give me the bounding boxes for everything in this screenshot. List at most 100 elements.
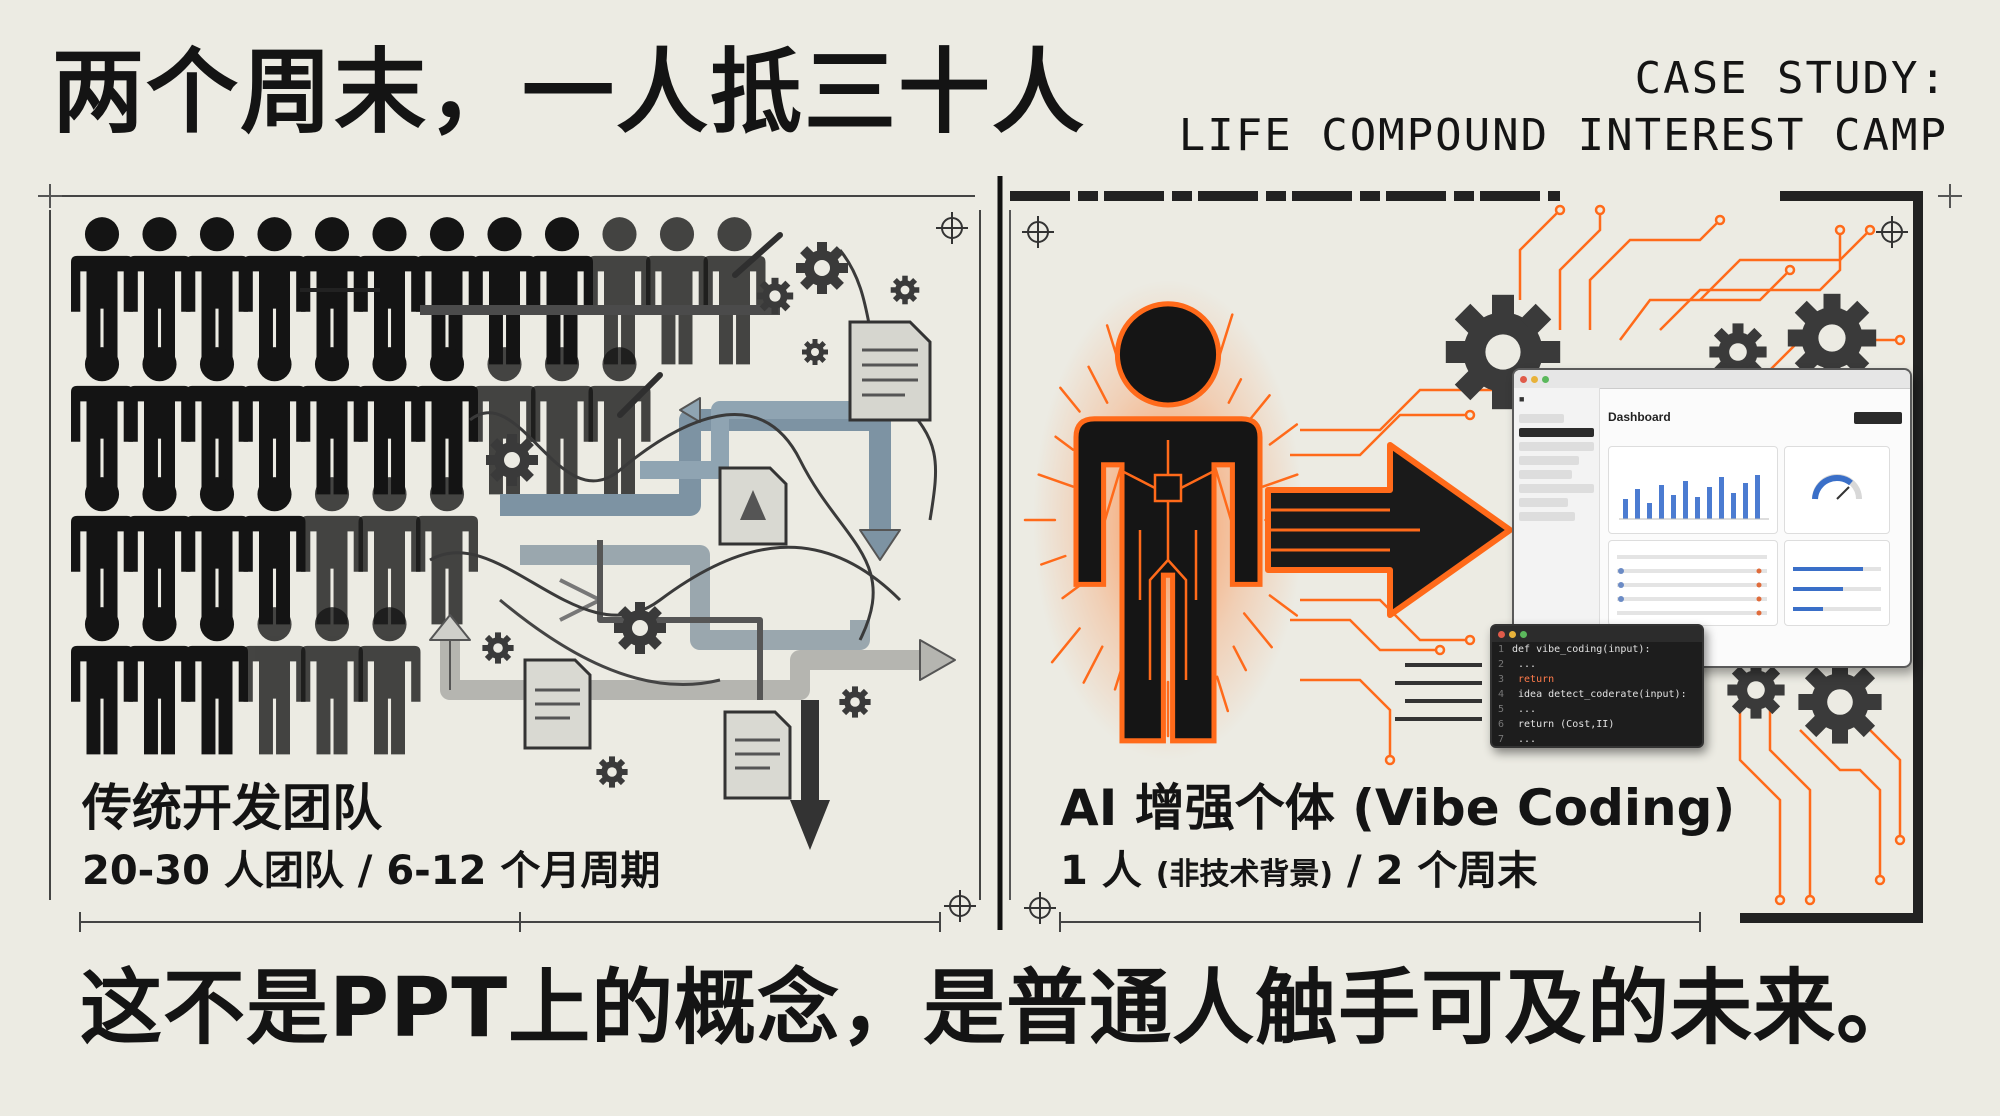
code-line: 2 ...: [1498, 659, 1537, 670]
case-study-label: CASE STUDY: LIFE COMPOUND INTEREST CAMP: [1179, 50, 1948, 164]
person-icon: [71, 477, 133, 625]
dashboard-action-button: [1854, 412, 1902, 424]
person-icon: [71, 607, 133, 755]
person-icon: [473, 217, 536, 365]
left-panel-heading: 传统开发团队: [82, 779, 382, 837]
team-people-grid: [71, 217, 766, 755]
person-icon: [358, 477, 421, 625]
right-panel-detail: 1 人 (非技术背景) / 2 个周末: [1060, 848, 1538, 894]
gear-icon: [802, 339, 828, 365]
window-dot-icon: [1531, 375, 1538, 383]
case-study-line: LIFE COMPOUND INTEREST CAMP: [1178, 110, 1948, 162]
right-panel-frame: [1009, 191, 1923, 932]
wrench-icon: [617, 232, 783, 418]
person-icon: [358, 347, 421, 495]
document-icon: [723, 710, 792, 800]
code-line: 3 return: [1498, 674, 1555, 685]
mini-table: [1617, 555, 1767, 616]
gear-icon: [486, 434, 538, 486]
window-dot-icon: [1520, 375, 1527, 383]
crosshair-icon: [935, 211, 969, 245]
window-dot-icon: [1520, 630, 1527, 638]
tangled-process-arrows: [300, 249, 956, 850]
dashboard-sidebar: ■: [1514, 388, 1600, 666]
crosshair-icon: [1021, 215, 1055, 249]
code-line: 4 idea detect_coderate(input):: [1498, 689, 1687, 700]
dashboard-mockup: ■ Dashboard: [1512, 368, 1912, 668]
code-editor-bar: [1492, 626, 1702, 642]
dashboard-logo: ■: [1519, 394, 1525, 404]
case-study-line: CASE STUDY:: [1634, 53, 1948, 104]
person-icon: [71, 347, 133, 495]
gear-icon: [796, 242, 848, 294]
person-icon: [703, 217, 766, 365]
page-title: 两个周末，一人抵三十人: [52, 39, 1087, 146]
gear-icon: [1798, 660, 1882, 744]
left-panel-frame: [40, 195, 981, 932]
person-icon: [416, 477, 478, 625]
person-icon: [243, 217, 306, 365]
person-icon: [531, 347, 593, 495]
right-panel-detail-note: (非技术背景): [1155, 857, 1334, 892]
footer-statement: 这不是PPT上的概念，是普通人触手可及的未来。: [80, 961, 1920, 1056]
document-icon: [523, 658, 592, 750]
person-icon: [301, 607, 363, 755]
plus-marker: [38, 184, 1962, 208]
person-icon: [128, 217, 191, 365]
progress-card: [1784, 540, 1890, 626]
speed-lines: [1395, 663, 1482, 721]
person-icon: [243, 347, 306, 495]
ai-arrow-icon: [1265, 442, 1513, 618]
document-icon: [718, 466, 788, 546]
person-icon: [128, 347, 191, 495]
right-panel-heading: AI 增强个体 (Vibe Coding): [1060, 779, 1736, 837]
window-dot-icon: [1498, 630, 1505, 638]
crosshair-icon: [1023, 891, 1057, 925]
code-line: 5 ...: [1498, 704, 1537, 715]
person-icon: [186, 217, 248, 365]
bar-chart-card: [1608, 446, 1778, 534]
gear-icon: [482, 632, 514, 664]
person-icon: [416, 347, 478, 495]
mini-bar-chart: [1619, 475, 1769, 520]
person-icon: [358, 607, 421, 755]
gauge-card: [1784, 446, 1890, 534]
window-dot-icon: [1509, 630, 1516, 638]
person-icon: [588, 217, 651, 365]
person-icon: [128, 477, 191, 625]
person-icon: [243, 607, 306, 755]
gear-icon: [839, 686, 871, 718]
code-line: 6 return (Cost,II): [1498, 719, 1615, 730]
window-dot-icon: [1542, 375, 1549, 383]
person-icon: [128, 607, 191, 755]
mini-progress: [1793, 567, 1881, 611]
person-icon: [71, 217, 133, 365]
dashboard-title: Dashboard: [1608, 410, 1671, 424]
person-icon: [186, 607, 248, 755]
gear-icon: [1727, 661, 1785, 719]
person-icon: [531, 217, 593, 365]
person-icon: [301, 477, 363, 625]
crosshair-icon: [943, 889, 977, 923]
crosshair-icon: [1875, 215, 1909, 249]
left-panel-detail: 20-30 人团队 / 6-12 个月周期: [82, 848, 661, 894]
table-card: [1608, 540, 1778, 626]
person-icon: [646, 217, 708, 365]
ai-person-icon: [1076, 304, 1260, 741]
code-line: 7 ...: [1498, 734, 1537, 745]
gauge-icon: [1812, 474, 1862, 500]
person-icon: [186, 477, 248, 625]
person-icon: [243, 477, 306, 625]
gear-icon: [890, 275, 920, 305]
left-panel-caption: 传统开发团队 20-30 人团队 / 6-12 个月周期: [82, 778, 660, 898]
person-icon: [186, 347, 248, 495]
gear-icon: [756, 277, 794, 315]
document-icon: [848, 320, 932, 422]
person-icon: [416, 217, 478, 365]
right-panel-caption: AI 增强个体 (Vibe Coding) 1 人 (非技术背景) / 2 个周…: [1060, 778, 1735, 898]
dashboard-main: Dashboard: [1600, 388, 1910, 666]
gear-icon: [614, 602, 666, 654]
